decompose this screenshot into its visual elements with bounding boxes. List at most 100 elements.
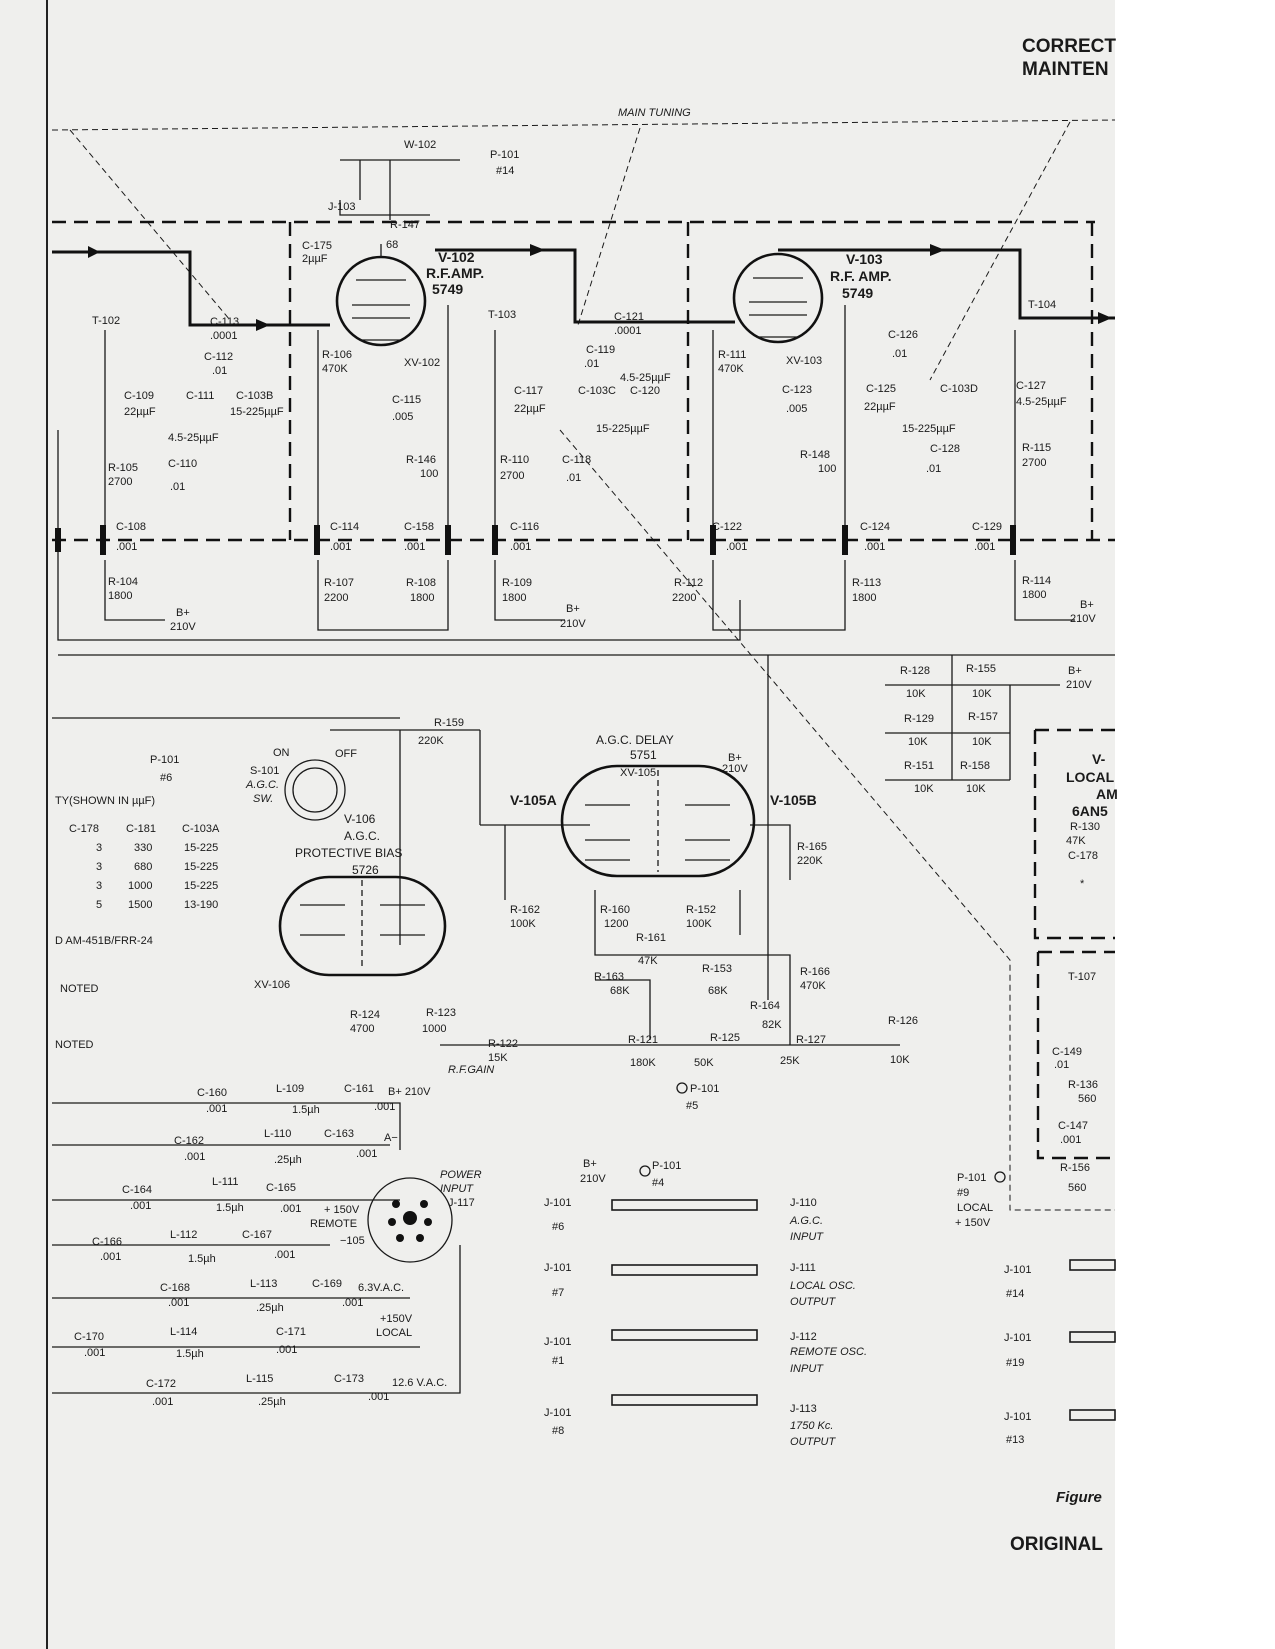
c149-value: .01	[1054, 1059, 1069, 1071]
c162-value: .001	[184, 1151, 205, 1163]
r157-label: R-157	[968, 711, 998, 723]
local-plus150: + 150V	[955, 1217, 991, 1229]
c162-label: C-162	[174, 1135, 204, 1147]
c168-value: .001	[168, 1297, 189, 1309]
r159-value: 220K	[418, 735, 444, 747]
r153-label: R-153	[702, 963, 732, 975]
c178-star: *	[1080, 878, 1085, 890]
local-p101-pin: #9	[957, 1187, 969, 1199]
c165-value: .001	[280, 1203, 301, 1215]
c175-value: 2µµF	[302, 253, 328, 265]
l114-value: 1.5µh	[176, 1348, 204, 1360]
coax-right-j: J-101	[1004, 1264, 1032, 1276]
coax-right-pin: #13	[1006, 1434, 1024, 1446]
coax-desc1: REMOTE OSC.	[790, 1346, 867, 1358]
agc-sw-label2: SW.	[253, 793, 273, 805]
header-line-2: MAINTEN	[1022, 59, 1109, 80]
c120-label: C-120	[630, 385, 660, 397]
c108-value: .001	[116, 541, 137, 553]
bplus3-value: 210V	[1070, 613, 1096, 625]
bplus2-label: B+	[566, 603, 580, 615]
c125-label: C-125	[866, 383, 896, 395]
bypass-capacitors	[55, 525, 1016, 555]
c125-value: 22µµF	[864, 401, 896, 413]
r158-value: 10K	[966, 783, 986, 795]
c168-label: C-168	[160, 1282, 190, 1294]
table-cell: 1000	[128, 880, 152, 892]
coax-pin-label: #8	[552, 1425, 564, 1437]
figure-label: Figure	[1056, 1489, 1102, 1506]
c161-label: C-161	[344, 1083, 374, 1095]
p101-label: P-101	[490, 149, 519, 161]
r107-value: 2200	[324, 592, 348, 604]
s101-label: S-101	[250, 765, 279, 777]
r129-label: R-129	[904, 713, 934, 725]
top-components: W-102 P-101 #14 J-103 R-147 68 C-175 2µµ…	[92, 139, 1096, 633]
c147-label: C-147	[1058, 1120, 1088, 1132]
r155-label: R-155	[966, 663, 996, 675]
l115-label: L-115	[246, 1373, 273, 1385]
r163-label: R-163	[594, 971, 624, 983]
r148-value: 100	[818, 463, 836, 475]
r130-label: R-130	[1070, 821, 1100, 833]
r128-label: R-128	[900, 665, 930, 677]
c115-label: C-115	[392, 394, 421, 406]
v106-line2: PROTECTIVE BIAS	[295, 846, 402, 860]
r151-label: R-151	[904, 760, 934, 772]
coax-desc2: INPUT	[790, 1231, 824, 1243]
r108-label: R-108	[406, 577, 436, 589]
agc-sw-label1: A.G.C.	[245, 779, 279, 791]
s101-on: ON	[273, 747, 290, 759]
r156-value: 560	[1068, 1182, 1086, 1194]
c114-value: .001	[330, 541, 351, 553]
r106-value: 470K	[322, 363, 348, 375]
r111-label: R-111	[718, 349, 746, 361]
v107-ref: V-	[1092, 751, 1106, 767]
filter2-label: A−	[384, 1132, 398, 1144]
v106-line1: A.G.C.	[344, 829, 380, 843]
v105-title: A.G.C. DELAY	[596, 733, 674, 747]
agc-p101b-pin: #5	[686, 1100, 698, 1112]
c178-label: C-178	[1068, 850, 1098, 862]
c103c-label: C-103C	[578, 385, 616, 397]
r147-label: R-147	[390, 219, 420, 231]
t102-label: T-102	[92, 315, 120, 327]
r128-value: 10K	[906, 688, 926, 700]
v105b-label: V-105B	[770, 792, 817, 808]
r106-label: R-106	[322, 349, 352, 361]
r156-label: R-156	[1060, 1162, 1090, 1174]
bplus1-value: 210V	[170, 621, 196, 633]
l111-value: 1.5µh	[216, 1202, 244, 1214]
c118-label: C-118	[562, 454, 591, 466]
c109-value: 22µµF	[124, 406, 156, 418]
agc-section: P-101 #6 S-101 ON OFF A.G.C. SW. R-159 2…	[52, 717, 900, 1046]
c103c-value: 15-225µµF	[596, 423, 650, 435]
c113-value: .0001	[210, 330, 238, 342]
r110-value: 2700	[500, 470, 524, 482]
coax-right-pin: #19	[1006, 1357, 1024, 1369]
r107-label: R-107	[324, 577, 354, 589]
c173-label: C-173	[334, 1373, 364, 1385]
c126-label: C-126	[888, 329, 918, 341]
v103-ref: V-103	[846, 251, 883, 267]
v102-socket: XV-102	[404, 357, 440, 369]
table-cell: 3	[96, 880, 102, 892]
c122-value: .001	[726, 541, 747, 553]
c116-label: C-116	[510, 521, 539, 533]
r122-label: R-122	[488, 1038, 518, 1050]
filter3-label1: + 150V	[324, 1204, 360, 1216]
r122-value: 15K	[488, 1052, 508, 1064]
c110-value: .01	[170, 481, 185, 493]
c103d-value: 15-225µµF	[902, 423, 956, 435]
r111-value: 470K	[718, 363, 744, 375]
r161-value: 47K	[638, 955, 658, 967]
c124-label: C-124	[860, 521, 890, 533]
c103d-label: C-103D	[940, 383, 978, 395]
c173-value: .001	[368, 1391, 389, 1403]
tube-v106: V-106 A.G.C. PROTECTIVE BIAS 5726 XV-106	[254, 812, 447, 991]
coax-out-label: J-113	[790, 1403, 817, 1415]
c172-value: .001	[152, 1396, 173, 1408]
coax-desc2: OUTPUT	[790, 1436, 837, 1448]
coax-pin-label: #1	[552, 1355, 564, 1367]
c164-value: .001	[130, 1200, 151, 1212]
